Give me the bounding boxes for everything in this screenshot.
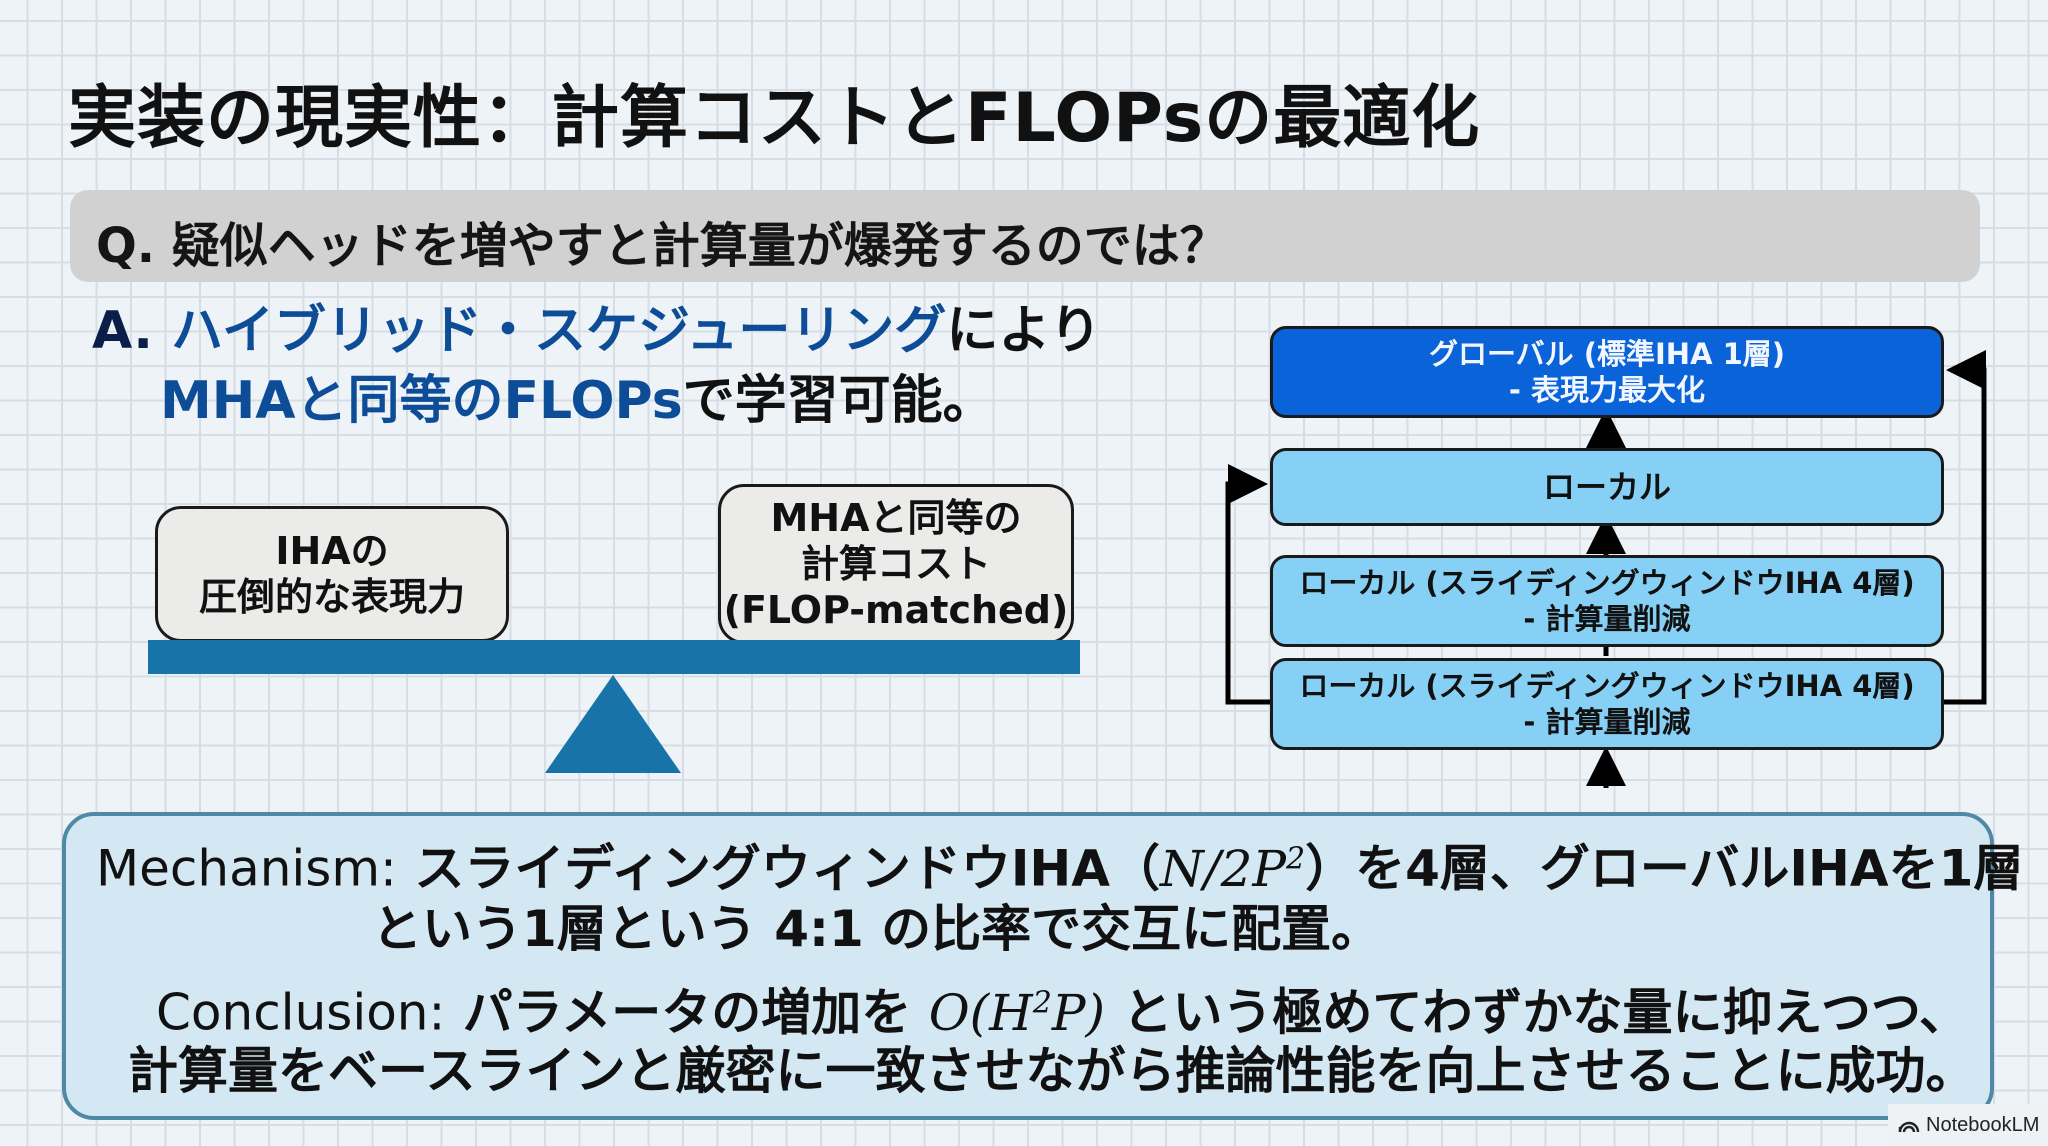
answer-highlight-scheduling: ハイブリッド・スケジューリング bbox=[171, 301, 947, 361]
slide-title: 実装の現実性：計算コストとFLOPsの最適化 bbox=[68, 79, 1481, 158]
balance-right-line-2: 計算コスト bbox=[800, 542, 991, 586]
question-text: Q. 疑似ヘッドを増やすと計算量が爆発するのでは？ bbox=[96, 218, 1228, 274]
conclusion-label: Conclusion: bbox=[156, 983, 446, 1042]
answer-highlight-flops: MHAと同等のFLOPs bbox=[160, 371, 683, 431]
layer-sw1-line-1: ローカル (スライディングウィンドウIHA 4層) bbox=[1299, 566, 1915, 600]
brand-name: NotebookLM bbox=[1926, 1113, 2040, 1136]
conclusion-math: O(H2P) bbox=[929, 984, 1105, 1042]
conclusion-text-b: という極めてわずかな量に抑えつつ、 bbox=[1105, 983, 1969, 1042]
mechanism-label: Mechanism: bbox=[96, 839, 397, 898]
answer-line-2: MHAと同等のFLOPsで学習可能。 bbox=[92, 366, 1101, 436]
layer-global: グローバル (標準IHA 1層) - 表現力最大化 bbox=[1270, 326, 1944, 418]
answer-prefix: A. bbox=[92, 301, 153, 361]
layer-global-line-1: グローバル (標準IHA 1層) bbox=[1428, 337, 1786, 371]
balance-left-line-2: 圧倒的な表現力 bbox=[198, 575, 465, 619]
layer-local: ローカル bbox=[1270, 448, 1944, 526]
layer-sw2-line-1: ローカル (スライディングウィンドウIHA 4層) bbox=[1299, 669, 1915, 703]
layer-sw1-line-2: - 計算量削減 bbox=[1523, 602, 1691, 636]
brand-watermark: NotebookLM bbox=[1888, 1104, 2048, 1146]
mechanism-conclusion-box bbox=[62, 812, 1994, 1120]
layer-sw2-line-2: - 計算量削減 bbox=[1523, 705, 1691, 739]
conclusion-line-2: 計算量をベースラインと厳密に一致させながら推論性能を向上させることに成功。 bbox=[128, 1042, 1976, 1100]
mechanism-text-b: ）を4層、グローバルIHAを1層 bbox=[1305, 839, 2024, 898]
layer-sliding-window-2: ローカル (スライディングウィンドウIHA 4層) - 計算量削減 bbox=[1270, 658, 1944, 750]
layer-sliding-window-1: ローカル (スライディングウィンドウIHA 4層) - 計算量削減 bbox=[1270, 555, 1944, 647]
conclusion-math-sup: 2 bbox=[1032, 985, 1052, 1020]
mechanism-math-base: N/2P bbox=[1159, 839, 1287, 898]
conclusion-math-b: P) bbox=[1051, 983, 1106, 1042]
balance-beam bbox=[148, 640, 1080, 674]
layer-global-line-2: - 表現力最大化 bbox=[1508, 373, 1706, 407]
conclusion-math-a: O(H bbox=[928, 983, 1033, 1042]
arrow-right-loop bbox=[1940, 350, 1987, 705]
mechanism-line-1: Mechanism: スライディングウィンドウIHA（N/2P2）を4層、グロー… bbox=[96, 828, 2023, 900]
balance-left-line-1: IHAの bbox=[275, 529, 389, 573]
answer-text-1: により bbox=[946, 301, 1102, 361]
balance-right-box: MHAと同等の 計算コスト (FLOP-matched) bbox=[718, 484, 1074, 644]
balance-fulcrum bbox=[545, 675, 681, 773]
answer-text-2: で学習可能。 bbox=[682, 371, 995, 431]
mechanism-text-a: スライディングウィンドウIHA（ bbox=[414, 839, 1160, 898]
conclusion-text-a: パラメータの増加を bbox=[462, 983, 929, 1042]
balance-left-box: IHAの 圧倒的な表現力 bbox=[155, 506, 509, 642]
conclusion-line-1: Conclusion: パラメータの増加を O(H2P) という極めてわずかな量… bbox=[156, 972, 1969, 1044]
mechanism-line-2: という1層という 4:1 の比率で交互に配置。 bbox=[372, 900, 1382, 958]
answer-text: A. ハイブリッド・スケジューリングにより MHAと同等のFLOPsで学習可能。 bbox=[92, 296, 1101, 436]
mechanism-math: N/2P2 bbox=[1160, 840, 1305, 898]
notebooklm-logo-icon bbox=[1898, 1121, 1920, 1133]
balance-right-line-1: MHAと同等の bbox=[770, 496, 1022, 540]
question-banner bbox=[70, 190, 1980, 282]
arrow-left-loop bbox=[1225, 464, 1272, 705]
layer-local-line-1: ローカル bbox=[1542, 468, 1671, 506]
balance-right-line-3: (FLOP-matched) bbox=[723, 588, 1069, 632]
mechanism-math-sup: 2 bbox=[1286, 841, 1306, 876]
